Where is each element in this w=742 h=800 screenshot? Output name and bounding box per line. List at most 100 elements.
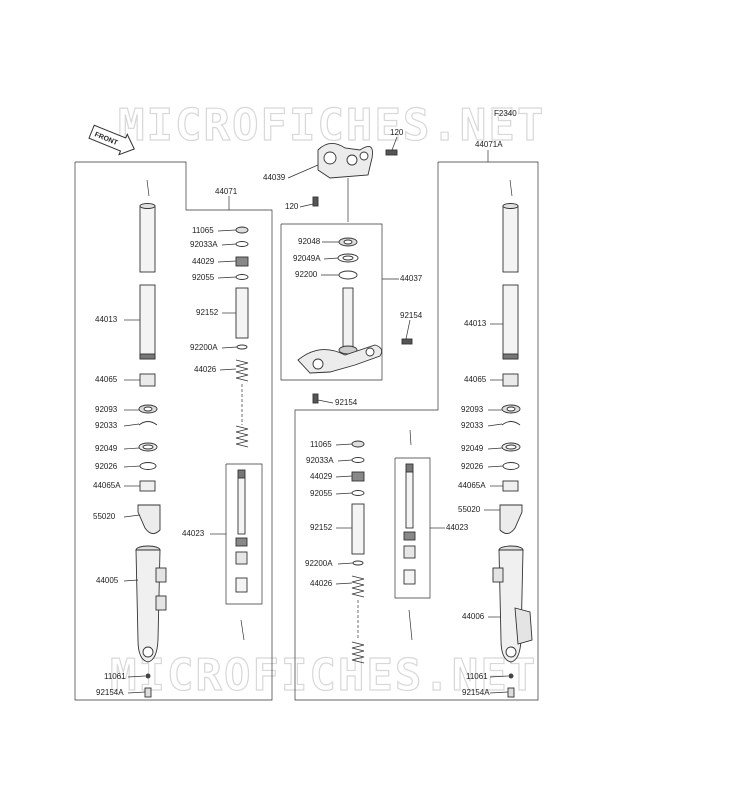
- stem-label-92049a: 92049A: [293, 254, 321, 263]
- right-ring-92026: [502, 462, 520, 470]
- left-oring-92033a: [235, 241, 249, 247]
- bolt-92154-right: [401, 338, 413, 345]
- left-label-92049: 92049: [95, 444, 118, 453]
- left-assembly-number: 44071: [215, 187, 238, 196]
- right-cap-11065: [351, 440, 365, 448]
- right-inner-tube: [502, 203, 519, 360]
- right-label-92033: 92033: [461, 421, 484, 430]
- left-label-92026: 92026: [95, 462, 118, 471]
- right-label-92093: 92093: [461, 405, 484, 414]
- left-spring-44026: [235, 359, 249, 448]
- left-outer-labels: 44013 44065 92093 92033 92049 92026 4406…: [93, 315, 146, 697]
- left-bushing-44065a: [139, 480, 156, 492]
- left-fork-frame: [74, 161, 273, 701]
- left-label-44029: 44029: [192, 257, 215, 266]
- stem-label-92048: 92048: [298, 237, 321, 246]
- left-washer-11061: [145, 673, 151, 679]
- right-oring-92055: [351, 490, 365, 496]
- diagram-code: F2340: [494, 109, 517, 118]
- right-oring-92033a: [351, 457, 365, 463]
- right-label-44023: 44023: [446, 523, 469, 532]
- left-circlip-92033: [138, 421, 158, 426]
- right-label-92200a: 92200A: [305, 559, 333, 568]
- left-label-92152: 92152: [196, 308, 219, 317]
- right-label-11065: 11065: [310, 440, 332, 449]
- right-outer-labels: 44013 44065 92093 92033 92049 92026 4406…: [458, 319, 509, 697]
- right-fork-group: 44071A 44013 44065: [294, 140, 539, 701]
- steering-stem-frame: [280, 223, 383, 381]
- right-nut-44029: [351, 471, 365, 482]
- steering-stem-group: 120 44039 120 92048 92049A 92200 44037 9…: [263, 128, 423, 407]
- left-label-44005: 44005: [96, 576, 119, 585]
- bolt-120-left: [312, 196, 319, 207]
- right-label-44065: 44065: [464, 375, 487, 384]
- right-inner-labels: 11065 92033A 44029 92055 92152 92200A 44…: [305, 440, 469, 588]
- bolt-92154-bottom: [312, 393, 319, 404]
- left-bolt-92154a: [144, 687, 152, 698]
- right-spring-44026: [351, 575, 365, 664]
- right-cartridge-frame: [394, 457, 431, 599]
- stem-label-120-left: 120: [285, 202, 299, 211]
- right-label-44065a: 44065A: [458, 481, 486, 490]
- stem-label-120-top: 120: [390, 128, 404, 137]
- bolt-120-top: [385, 149, 398, 156]
- left-label-55020: 55020: [93, 512, 116, 521]
- stem-label-92154-right: 92154: [400, 311, 423, 320]
- right-spacer-92152: [351, 503, 365, 555]
- right-assembly-number: 44071A: [475, 140, 503, 149]
- left-fork-group: 44071 44013: [74, 161, 273, 701]
- right-label-44029: 44029: [310, 472, 333, 481]
- left-label-92093: 92093: [95, 405, 118, 414]
- left-label-92033: 92033: [95, 421, 118, 430]
- right-guard-55020: [499, 504, 523, 534]
- right-fork-frame: [294, 161, 539, 701]
- left-bushing-44065: [139, 373, 156, 387]
- right-label-44013: 44013: [464, 319, 487, 328]
- right-label-44026: 44026: [310, 579, 333, 588]
- right-label-92152: 92152: [310, 523, 333, 532]
- left-label-44026: 44026: [194, 365, 217, 374]
- left-cap-11065: [235, 226, 249, 234]
- right-washer-92200a: [352, 560, 364, 566]
- left-label-92200a: 92200A: [190, 343, 218, 352]
- right-label-92049: 92049: [461, 444, 484, 453]
- right-label-92055: 92055: [310, 489, 333, 498]
- right-label-92026: 92026: [461, 462, 484, 471]
- left-nut-44029: [235, 256, 249, 267]
- right-label-92033a: 92033A: [306, 456, 334, 465]
- stem-label-92154-bottom: 92154: [335, 398, 358, 407]
- left-ring-92026: [139, 462, 157, 470]
- left-label-92033a: 92033A: [190, 240, 218, 249]
- right-bushing-44065: [502, 373, 519, 387]
- left-label-11061: 11061: [104, 672, 126, 681]
- left-inner-tube: [139, 203, 156, 360]
- left-oring-92055: [235, 274, 249, 280]
- right-outer-tube-44006: [492, 545, 533, 663]
- washer-92200: [338, 270, 358, 280]
- left-label-44023: 44023: [182, 529, 205, 538]
- left-label-92154a: 92154A: [96, 688, 124, 697]
- stem-label-92200: 92200: [295, 270, 318, 279]
- upper-bracket-44039: [317, 143, 373, 179]
- stem-lower-bracket: [297, 287, 383, 374]
- right-washer-11061: [508, 673, 514, 679]
- watermark-top: MICROFICHES.NET: [118, 100, 545, 151]
- left-label-11065: 11065: [192, 226, 214, 235]
- watermark-bottom: MICROFICHES.NET: [110, 650, 537, 701]
- left-cartridge-frame: [225, 463, 263, 605]
- left-label-44065: 44065: [95, 375, 118, 384]
- left-label-92055: 92055: [192, 273, 215, 282]
- left-outer-tube-44005: [135, 545, 167, 663]
- left-label-44013: 44013: [95, 315, 118, 324]
- left-spacer-92152: [235, 287, 249, 339]
- right-circlip-92033: [501, 421, 521, 426]
- left-washer-92200a: [236, 344, 248, 350]
- right-label-44006: 44006: [462, 612, 485, 621]
- right-label-11061: 11061: [466, 672, 488, 681]
- stem-label-44037: 44037: [400, 274, 423, 283]
- stem-label-44039: 44039: [263, 173, 286, 182]
- right-bolt-92154a: [507, 687, 515, 698]
- left-cartridge-44023: [235, 469, 248, 593]
- right-cartridge-44023: [403, 429, 416, 585]
